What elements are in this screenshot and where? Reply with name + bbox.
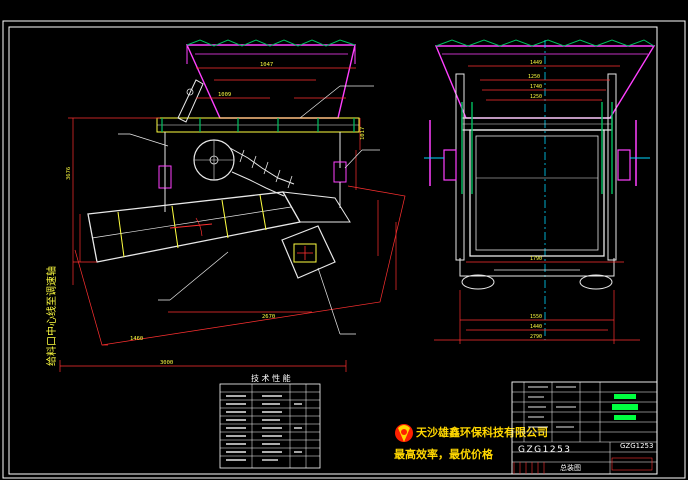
tech-table: 技 术 性 能 — [219, 373, 321, 469]
model-number: GZG1253 — [620, 442, 653, 450]
side-view: 给料口中心线至调速轴 1047 1009 3676 1017 1460 2670… — [45, 39, 406, 372]
company-name: 天沙雄鑫环保科技有限公司 — [416, 425, 548, 439]
dim-side-6: 2670 — [262, 314, 275, 320]
company-watermark: 天沙雄鑫环保科技有限公司 最高效率，最优价格 — [394, 424, 548, 461]
dim-front-4: 1250 — [530, 94, 542, 100]
dim-front-7: 1440 — [530, 324, 542, 330]
tech-table-title: 技 术 性 能 — [251, 373, 291, 383]
title-block: GZG1253 GZG1253 总装图 — [511, 381, 658, 475]
drawing-number: GZG1253 — [518, 445, 572, 455]
dim-front-6: 1550 — [530, 314, 542, 320]
inner-frame — [8, 26, 658, 475]
front-body — [469, 129, 605, 257]
company-logo-icon — [395, 424, 413, 442]
dim-front-2: 1250 — [528, 74, 540, 80]
side-hopper — [185, 44, 356, 119]
dim-side-5: 1460 — [130, 336, 143, 342]
drawing-name: 总装图 — [560, 463, 581, 472]
company-slogan: 最高效率，最优价格 — [394, 447, 494, 461]
outer-frame — [2, 20, 686, 479]
dim-front-3: 1740 — [530, 84, 542, 90]
dim-side-3: 3676 — [66, 167, 72, 180]
dim-front-5: 1790 — [530, 256, 542, 262]
dim-side-1: 1047 — [260, 62, 273, 68]
dim-side-4: 1017 — [360, 127, 366, 140]
feed-center-label: 给料口中心线至调速轴 — [45, 266, 58, 366]
dim-side-2: 1009 — [218, 92, 231, 98]
dim-side-7: 3000 — [160, 360, 173, 366]
dim-front-1: 1449 — [530, 60, 542, 66]
dim-front-8: 2790 — [530, 334, 542, 340]
vibrator-motor — [281, 225, 336, 279]
front-view: 1449 1250 1740 1250 1790 1550 1440 2790 — [424, 39, 656, 344]
